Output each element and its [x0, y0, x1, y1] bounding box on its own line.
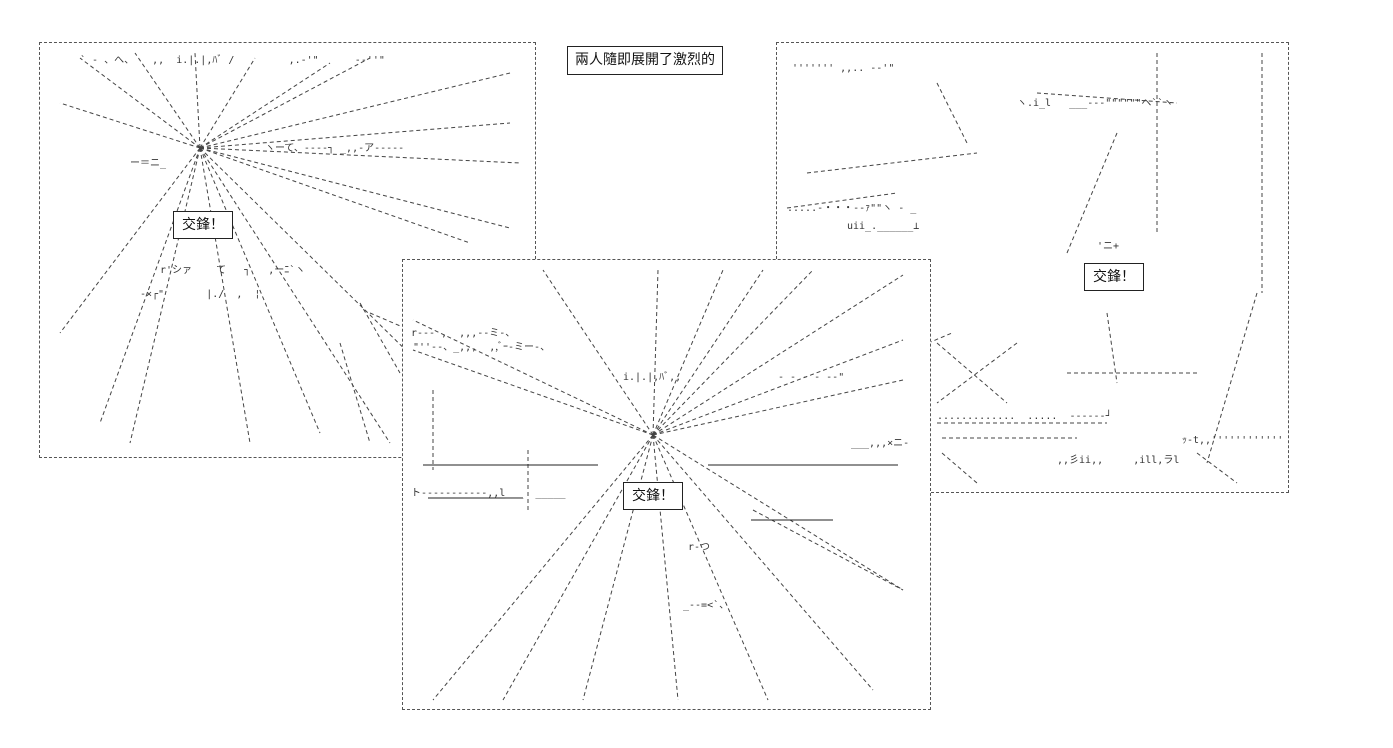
ascii-art-panel-center: r‐-‐ , ,,,-‐ミ-、 "''--、_,,, ,,ﾞｰ-ミー-、 i.|…: [402, 259, 931, 710]
ascii-art-fragment: ''''''' ,,.. --'": [792, 63, 895, 74]
scene-caption: 兩人隨即展開了激烈的: [567, 46, 723, 75]
ascii-art-fragment: ,,彡ii,, ,ill,ラl: [1057, 455, 1180, 466]
ascii-art-fragment: .....-・・・--ｧ""ヽ - _: [787, 203, 917, 214]
ascii-art-fragment: ............. ..... -‐‐‐‐-┘: [937, 411, 1112, 422]
ascii-art-fragment: i.|.|,ﾊﾞ,,: [623, 372, 682, 383]
ascii-art-fragment: ー＝ニ_: [130, 158, 167, 169]
ascii-art-fragment: uii_.______⊥: [847, 221, 920, 232]
ascii-art-fragment: -×┌" |./ , ¦: [140, 289, 261, 300]
ascii-art-fragment: ｯ‐t,,'''''''''''': [1182, 435, 1284, 446]
ascii-art-fragment: ヽ.i_l ___-‐-""""""ヘ``ヽ: [1017, 98, 1174, 109]
ascii-art-fragment: r‐-‐ , ,,,-‐ミ-、: [411, 328, 516, 339]
ascii-art-fragment: "''--、_,,, ,,ﾞｰ-ミー-、: [413, 342, 551, 353]
ascii-art-fragment: ト-‐‐‐‐‐‐‐‐‐‐,,l___ _____: [411, 488, 566, 499]
ascii-art-fragment: - ‐ ‐ ‐ -‐": [778, 372, 845, 383]
ascii-art-fragment: r‐つ: [688, 542, 711, 553]
speed-lines-left: [59, 52, 521, 444]
ascii-art-fragment: r'シァ て ┐ ,ーﾆ`ヽ: [160, 265, 306, 276]
clash-label: 交鋒！: [1084, 263, 1144, 291]
clash-label: 交鋒！: [173, 211, 233, 239]
ascii-art-fragment: ` - 、へ、 ,, i.|.|,ﾊﾞ / ,.-'" -‐''": [80, 55, 385, 66]
speed-lines-center: [412, 269, 904, 701]
ascii-art-fragment: 'ニ+: [1097, 241, 1120, 252]
ascii-art-fragment: _‐‐=<`、: [683, 600, 730, 611]
ascii-art-fragment: ___,,,×ニ-: [851, 438, 910, 449]
clash-label: 交鋒！: [623, 482, 683, 510]
ascii-art-panel-left: ` - 、へ、 ,, i.|.|,ﾊﾞ / ,.-'" -‐''" ー＝ニ_ ヽ…: [39, 42, 536, 458]
ascii-art-fragment: ヽーて、---‐┐ _,,-ア-‐‐‐‐: [265, 143, 405, 154]
